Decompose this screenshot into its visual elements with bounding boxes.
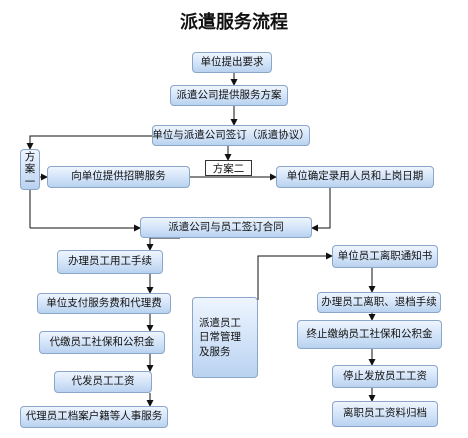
node-resign-notice: 单位员工离职通知书 — [332, 245, 438, 268]
node-stop-insurance: 终止缴纳员工社保和公积金 — [297, 320, 442, 349]
node-plan-two: 方案二 — [205, 160, 252, 176]
node-plan-one: 方案一 — [20, 149, 40, 190]
page-title: 派遣服务流程 — [180, 12, 288, 33]
node-labor-contract: 派遣公司与员工签订合同 — [140, 217, 312, 238]
node-plan: 派遣公司提供服务方案 — [170, 85, 288, 106]
node-recruit: 向单位提供招聘服务 — [47, 166, 190, 188]
node-archive-file: 离职员工资料归档 — [332, 401, 438, 427]
arrow-contract-plan-one — [26, 135, 152, 150]
node-pay-fees: 单位支付服务费和代理费 — [37, 293, 171, 314]
node-social-insurance: 代缴员工社保和公积金 — [39, 331, 165, 354]
node-contract: 单位与派遣公司签订（派遣协议） — [152, 125, 310, 146]
node-resign-procedure: 办理员工离职、退档手续 — [317, 292, 441, 313]
arrow-labor-hire — [146, 237, 180, 251]
node-daily-mgmt: 派遣员工日常管理及服务 — [192, 297, 258, 378]
node-confirm: 单位确定录用人员和上岗日期 — [276, 166, 434, 188]
node-archive-service: 代理员工档案户籍等人事服务 — [20, 406, 168, 428]
arrow-daily-resign — [257, 252, 333, 300]
node-pay-wages: 代发员工工资 — [54, 371, 152, 393]
node-request: 单位提出要求 — [192, 52, 272, 73]
node-hire-procedure: 办理员工用工手续 — [57, 250, 163, 274]
node-stop-wages: 停止发放员工工资 — [332, 365, 438, 388]
arrow-confirm-labor — [311, 188, 331, 232]
